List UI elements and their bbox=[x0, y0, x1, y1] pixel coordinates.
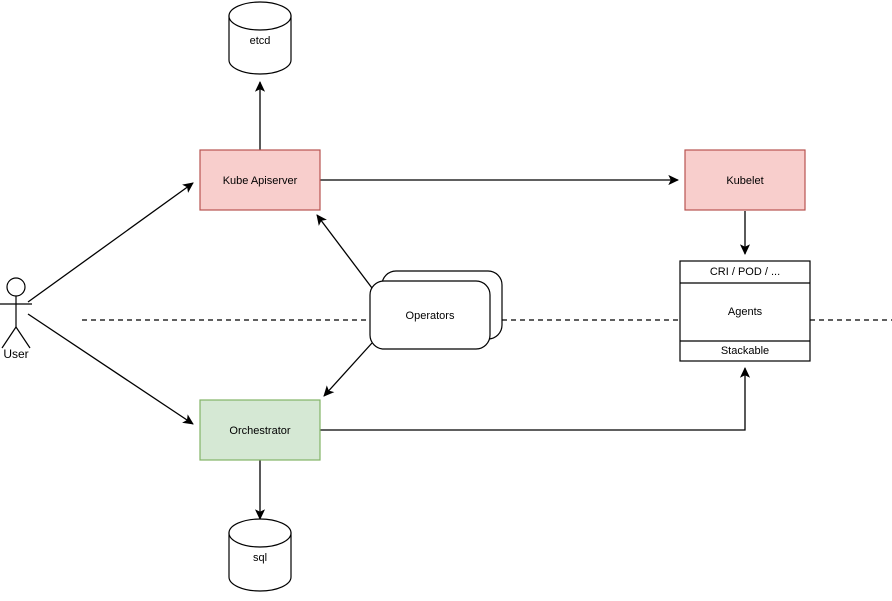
node-sql-label: sql bbox=[253, 552, 267, 564]
kube-apiserver-box bbox=[199, 149, 321, 211]
agent-stack-row-agents-label: Agents bbox=[728, 306, 763, 318]
actor-right-leg-icon bbox=[15, 326, 31, 349]
edge-orchestrator-to-stackable bbox=[320, 367, 751, 431]
node-etcd[interactable]: etcd bbox=[228, 1, 292, 75]
node-operators[interactable]: Operators bbox=[369, 270, 503, 350]
etcd-cylinder-body bbox=[228, 15, 292, 75]
actor-user[interactable]: User bbox=[0, 277, 32, 361]
actor-head-icon bbox=[6, 277, 26, 297]
kubelet-box bbox=[684, 149, 806, 211]
etcd-cylinder-top bbox=[228, 1, 292, 31]
edge-user-to-orchestrator bbox=[27, 313, 194, 425]
edge-operators-to-orchestrator bbox=[323, 342, 373, 397]
agent-stack-row-stackable-label: Stackable bbox=[721, 345, 769, 357]
node-kubelet[interactable]: Kubelet bbox=[684, 149, 806, 211]
actor-user-label: User bbox=[3, 347, 28, 361]
actor-left-leg-icon bbox=[1, 326, 17, 349]
operators-front-card bbox=[369, 280, 491, 350]
orchestrator-box bbox=[199, 399, 321, 461]
node-etcd-label: etcd bbox=[250, 35, 271, 47]
agent-stack-row-cri-pod-label: CRI / POD / ... bbox=[710, 266, 780, 278]
node-orchestrator-label: Orchestrator bbox=[229, 425, 290, 437]
node-orchestrator[interactable]: Orchestrator bbox=[199, 399, 321, 461]
edge-user-to-apiserver bbox=[27, 182, 194, 303]
node-agent-stack[interactable]: CRI / POD / ... Agents Stackable bbox=[679, 260, 811, 362]
node-kube-apiserver-label: Kube Apiserver bbox=[223, 175, 298, 187]
edge-operators-to-apiserver bbox=[316, 214, 373, 289]
node-operators-label: Operators bbox=[406, 310, 455, 322]
sql-cylinder-body bbox=[228, 532, 292, 592]
node-kubelet-label: Kubelet bbox=[726, 175, 763, 187]
sql-cylinder-top bbox=[228, 518, 292, 548]
agent-stack-outer-box bbox=[679, 260, 811, 362]
node-kube-apiserver[interactable]: Kube Apiserver bbox=[199, 149, 321, 211]
edge-layer bbox=[27, 81, 751, 520]
node-sql[interactable]: sql bbox=[228, 518, 292, 592]
